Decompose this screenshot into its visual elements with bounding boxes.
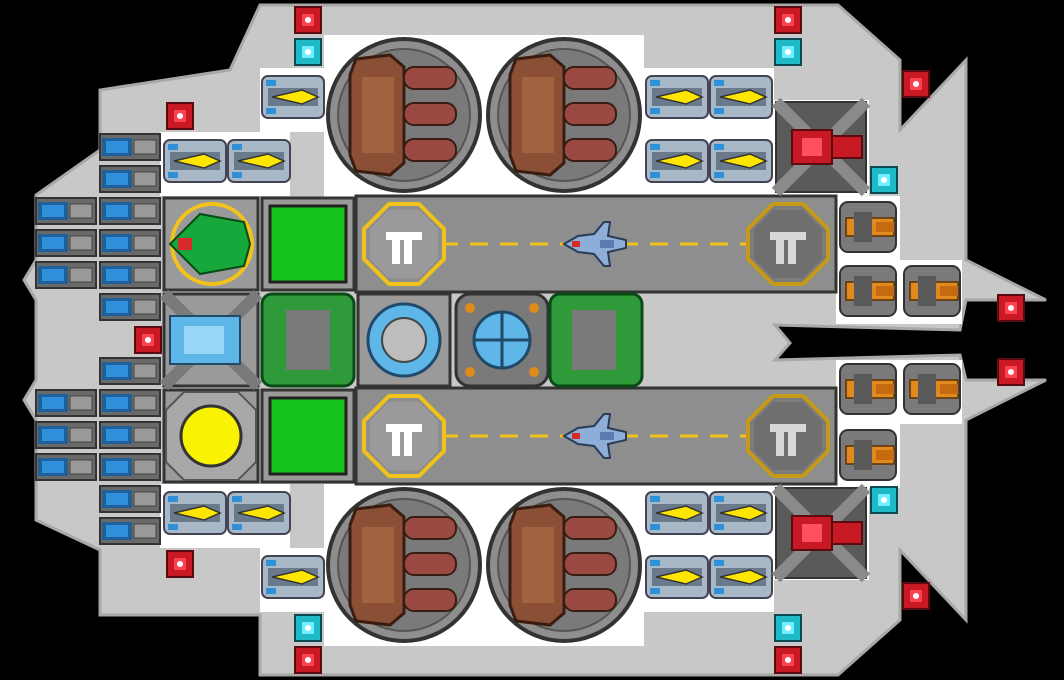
- hardpoint-node-icon[interactable]: [294, 646, 322, 674]
- thruster-icon[interactable]: [35, 389, 97, 417]
- autocannon-icon[interactable]: [839, 429, 897, 481]
- hardpoint-node-icon[interactable]: [902, 582, 930, 610]
- autocannon-icon[interactable]: [903, 265, 961, 317]
- thruster-icon[interactable]: [35, 261, 97, 289]
- missile-launcher-icon[interactable]: [645, 75, 709, 119]
- hardpoint-node-icon[interactable]: [166, 102, 194, 130]
- missile-launcher-icon[interactable]: [709, 75, 773, 119]
- thruster-icon[interactable]: [99, 293, 161, 321]
- thruster-icon[interactable]: [99, 453, 161, 481]
- autocannon-icon[interactable]: [839, 363, 897, 415]
- missile-launcher-icon[interactable]: [261, 75, 325, 119]
- laser-cannon-icon[interactable]: [776, 488, 866, 578]
- hardpoint-node-icon[interactable]: [902, 70, 930, 98]
- thruster-icon[interactable]: [35, 421, 97, 449]
- thruster-icon[interactable]: [99, 261, 161, 289]
- thruster-icon[interactable]: [99, 485, 161, 513]
- thruster-icon[interactable]: [99, 389, 161, 417]
- hardpoint-node-icon[interactable]: [997, 358, 1025, 386]
- cockpit-module[interactable]: [162, 196, 260, 292]
- hardpoint-node-icon[interactable]: [294, 38, 322, 66]
- cargo-turret-icon[interactable]: [326, 487, 482, 643]
- core-module[interactable]: [356, 292, 452, 388]
- hardpoint-node-icon[interactable]: [294, 6, 322, 34]
- missile-launcher-icon[interactable]: [709, 491, 773, 535]
- thruster-icon[interactable]: [35, 453, 97, 481]
- power-core-lower[interactable]: [260, 388, 356, 484]
- autocannon-icon[interactable]: [839, 201, 897, 253]
- thruster-icon[interactable]: [99, 357, 161, 385]
- hardpoint-node-icon[interactable]: [774, 646, 802, 674]
- sensor-module[interactable]: [454, 292, 550, 388]
- hangar-bay-lower[interactable]: [354, 386, 838, 486]
- missile-launcher-icon[interactable]: [261, 555, 325, 599]
- missile-launcher-icon[interactable]: [227, 491, 291, 535]
- hardpoint-node-icon[interactable]: [774, 6, 802, 34]
- thruster-icon[interactable]: [99, 421, 161, 449]
- shuttle-pad-icon: [746, 394, 830, 478]
- shuttle-pad-icon: [362, 202, 446, 286]
- power-core-upper[interactable]: [260, 196, 356, 292]
- thruster-icon[interactable]: [99, 229, 161, 257]
- missile-launcher-icon[interactable]: [645, 139, 709, 183]
- thruster-icon[interactable]: [99, 165, 161, 193]
- hardpoint-node-icon[interactable]: [294, 614, 322, 642]
- autocannon-icon[interactable]: [903, 363, 961, 415]
- reactor-module[interactable]: [162, 388, 260, 484]
- hardpoint-node-icon[interactable]: [774, 614, 802, 642]
- cargo-turret-icon[interactable]: [486, 37, 642, 193]
- thruster-icon[interactable]: [99, 133, 161, 161]
- cargo-turret-icon[interactable]: [326, 37, 482, 193]
- hardpoint-node-icon[interactable]: [870, 166, 898, 194]
- hardpoint-node-icon[interactable]: [870, 486, 898, 514]
- missile-launcher-icon[interactable]: [645, 491, 709, 535]
- missile-launcher-icon[interactable]: [227, 139, 291, 183]
- hardpoint-node-icon[interactable]: [997, 294, 1025, 322]
- shuttle-pad-icon: [362, 394, 446, 478]
- hangar-bay-upper[interactable]: [354, 194, 838, 294]
- shield-generator[interactable]: [159, 289, 263, 391]
- thruster-icon[interactable]: [99, 517, 161, 545]
- cargo-turret-icon[interactable]: [486, 487, 642, 643]
- missile-launcher-icon[interactable]: [709, 139, 773, 183]
- autocannon-icon[interactable]: [839, 265, 897, 317]
- missile-launcher-icon[interactable]: [163, 139, 227, 183]
- fuel-tank-right[interactable]: [548, 292, 644, 388]
- fuel-tank-left[interactable]: [260, 292, 356, 388]
- missile-launcher-icon[interactable]: [645, 555, 709, 599]
- thruster-icon[interactable]: [35, 197, 97, 225]
- hardpoint-node-icon[interactable]: [134, 326, 162, 354]
- thruster-icon[interactable]: [99, 197, 161, 225]
- missile-launcher-icon[interactable]: [709, 555, 773, 599]
- laser-cannon-icon[interactable]: [776, 102, 866, 192]
- hardpoint-node-icon[interactable]: [774, 38, 802, 66]
- thruster-icon[interactable]: [35, 229, 97, 257]
- missile-launcher-icon[interactable]: [163, 491, 227, 535]
- shuttle-pad-icon: [746, 202, 830, 286]
- hardpoint-node-icon[interactable]: [166, 550, 194, 578]
